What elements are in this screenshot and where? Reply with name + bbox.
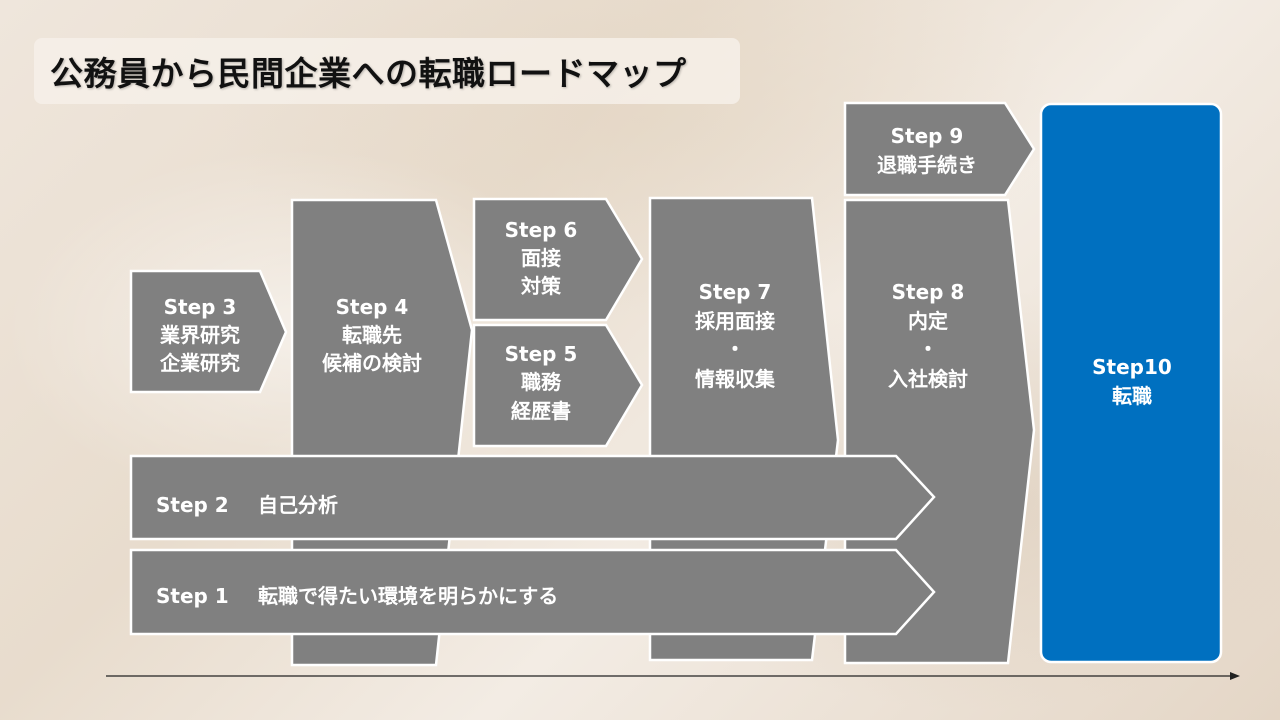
- step4-line1: 転職先: [342, 323, 402, 347]
- step4-number: Step 4: [336, 295, 409, 319]
- step9-shape: [843, 101, 1036, 197]
- step9-line1: 退職手続き: [877, 153, 977, 177]
- step8-line2: ・: [918, 337, 938, 361]
- page-title: 公務員から民間企業への転職ロードマップ: [50, 54, 687, 93]
- step1-block: Step 1 転職で得たい環境を明らかにする: [129, 548, 936, 636]
- step10-number: Step10: [1092, 355, 1172, 379]
- step2-block: Step 2 自己分析: [129, 454, 936, 541]
- step9-number: Step 9: [891, 124, 964, 148]
- step7-block: Step 7 採用面接 ・ 情報収集: [648, 196, 840, 662]
- step8-line1: 内定: [908, 309, 948, 333]
- step2-number: Step 2: [156, 493, 229, 517]
- step6-line2: 対策: [520, 274, 562, 298]
- step3-line1: 業界研究: [160, 323, 240, 347]
- step8-number: Step 8: [892, 280, 965, 304]
- step3-block: Step 3 業界研究 企業研究: [129, 269, 288, 394]
- step2-label: 自己分析: [258, 493, 338, 517]
- step1-shape: [129, 548, 936, 636]
- step5-shape: [472, 323, 644, 448]
- step8-line3: 入社検討: [888, 367, 968, 391]
- step6-block: Step 6 面接 対策: [472, 197, 644, 322]
- step7-line3: 情報収集: [695, 367, 776, 391]
- step5-line2: 経歴書: [511, 399, 571, 423]
- step5-line1: 職務: [521, 370, 562, 394]
- step6-shape: [472, 197, 644, 322]
- step9-block: Step 9 退職手続き: [843, 101, 1036, 197]
- step6-number: Step 6: [505, 218, 578, 242]
- step10-block: Step10 転職: [1039, 102, 1223, 664]
- step1-label: 転職で得たい環境を明らかにする: [258, 584, 558, 608]
- title-banner: 公務員から民間企業への転職ロードマップ: [34, 38, 740, 104]
- step5-block: Step 5 職務 経歴書: [472, 323, 644, 448]
- step2-shape: [129, 454, 936, 541]
- timeline-arrowhead: [1230, 672, 1240, 680]
- step10-shape: [1039, 102, 1223, 664]
- step6-line1: 面接: [521, 246, 561, 270]
- step10-line1: 転職: [1112, 384, 1152, 408]
- step1-number: Step 1: [156, 584, 229, 608]
- step7-line2: ・: [725, 337, 745, 361]
- step7-line1: 採用面接: [695, 309, 775, 333]
- step4-line2: 候補の検討: [322, 351, 422, 375]
- timeline-arrow: [106, 672, 1240, 680]
- step3-shape: [129, 269, 288, 394]
- step5-number: Step 5: [505, 342, 578, 366]
- step3-line2: 企業研究: [159, 351, 240, 375]
- step3-number: Step 3: [164, 295, 237, 319]
- step7-number: Step 7: [699, 280, 772, 304]
